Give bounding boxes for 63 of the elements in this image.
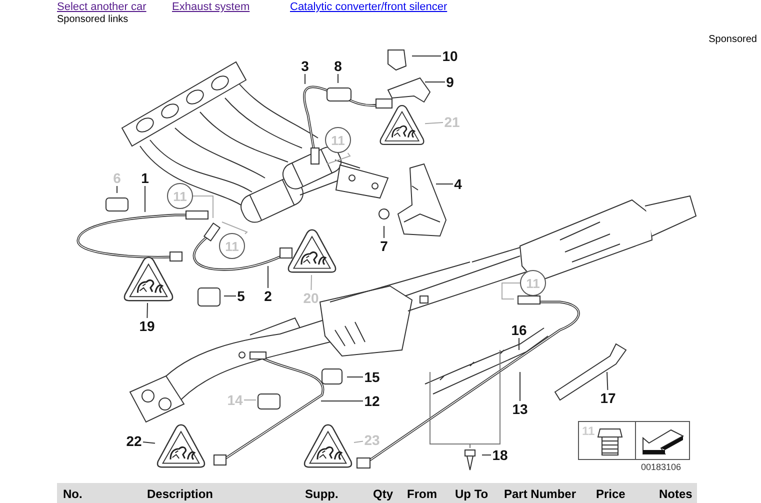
leader-line [346, 376, 364, 378]
leader-line [310, 274, 312, 290]
column-header: Price [596, 487, 626, 501]
callout-number: 1 [140, 170, 150, 186]
leader-line [502, 282, 520, 300]
leader-line [326, 152, 351, 164]
callout-number: 17 [599, 390, 617, 406]
leader-line [320, 400, 364, 402]
leader-line [144, 186, 146, 212]
column-header: From [407, 487, 437, 501]
circled-callout-number: 11 [325, 127, 351, 153]
callout-number: 2 [263, 288, 273, 304]
column-header: Qty [373, 487, 394, 501]
callout-number: 5 [236, 288, 246, 304]
column-header: Part Number [504, 487, 576, 501]
callout-number: 4 [453, 176, 463, 192]
leader-line [146, 302, 148, 318]
warning-triangle [302, 423, 354, 469]
column-header: Notes [659, 487, 692, 501]
breadcrumb-link: Exhaust system [172, 1, 250, 13]
leader-line [354, 440, 364, 443]
callout-number: 12 [363, 393, 381, 409]
column-header: No. [63, 487, 82, 501]
leader-line [482, 454, 492, 456]
column-header: Up To [455, 487, 488, 501]
callout-number: 23 [363, 432, 381, 448]
warning-triangle [379, 103, 425, 147]
sponsored-heading: Sponsored links [57, 14, 128, 25]
column-header: Description [147, 487, 214, 501]
callout-number: 10 [441, 48, 459, 64]
diagram-code: 00183106 [641, 462, 682, 472]
circled-callout-number: 11 [219, 233, 245, 259]
callout-number: 6 [112, 170, 122, 186]
callout-number: 8 [333, 58, 343, 74]
leader-line [518, 338, 520, 350]
breadcrumb-link: Catalytic converter/front silencer [290, 1, 448, 13]
callout-number: 22 [125, 433, 143, 449]
callout-number: 20 [302, 290, 320, 306]
circled-callout-number: 11 [167, 183, 193, 209]
warning-triangle [155, 423, 207, 469]
leader-line [116, 186, 118, 194]
leader-line [142, 442, 156, 444]
circled-callout-number: 11 [520, 270, 546, 296]
callout-number: 16 [510, 322, 528, 338]
callout-number: 7 [379, 238, 389, 254]
warning-triangle [287, 227, 337, 275]
leader-line [304, 74, 306, 84]
callout-number: 15 [363, 369, 381, 385]
callout-number: 13 [511, 401, 529, 417]
leader-line [606, 372, 608, 390]
callout-number: 19 [138, 318, 156, 334]
leader-line [192, 196, 214, 218]
leader-line [424, 122, 444, 124]
callout-number: 14 [226, 392, 244, 408]
sponsored-heading: Sponsored [708, 34, 757, 45]
breadcrumb-link: Select another car [57, 1, 146, 13]
callout-number: 9 [445, 74, 455, 90]
callout-number: 18 [491, 447, 509, 463]
column-header: Supp. [305, 487, 338, 501]
callout-number: 21 [443, 114, 461, 130]
callout-number: 3 [300, 58, 310, 74]
warning-triangle [122, 255, 174, 303]
leader-line [222, 222, 248, 234]
